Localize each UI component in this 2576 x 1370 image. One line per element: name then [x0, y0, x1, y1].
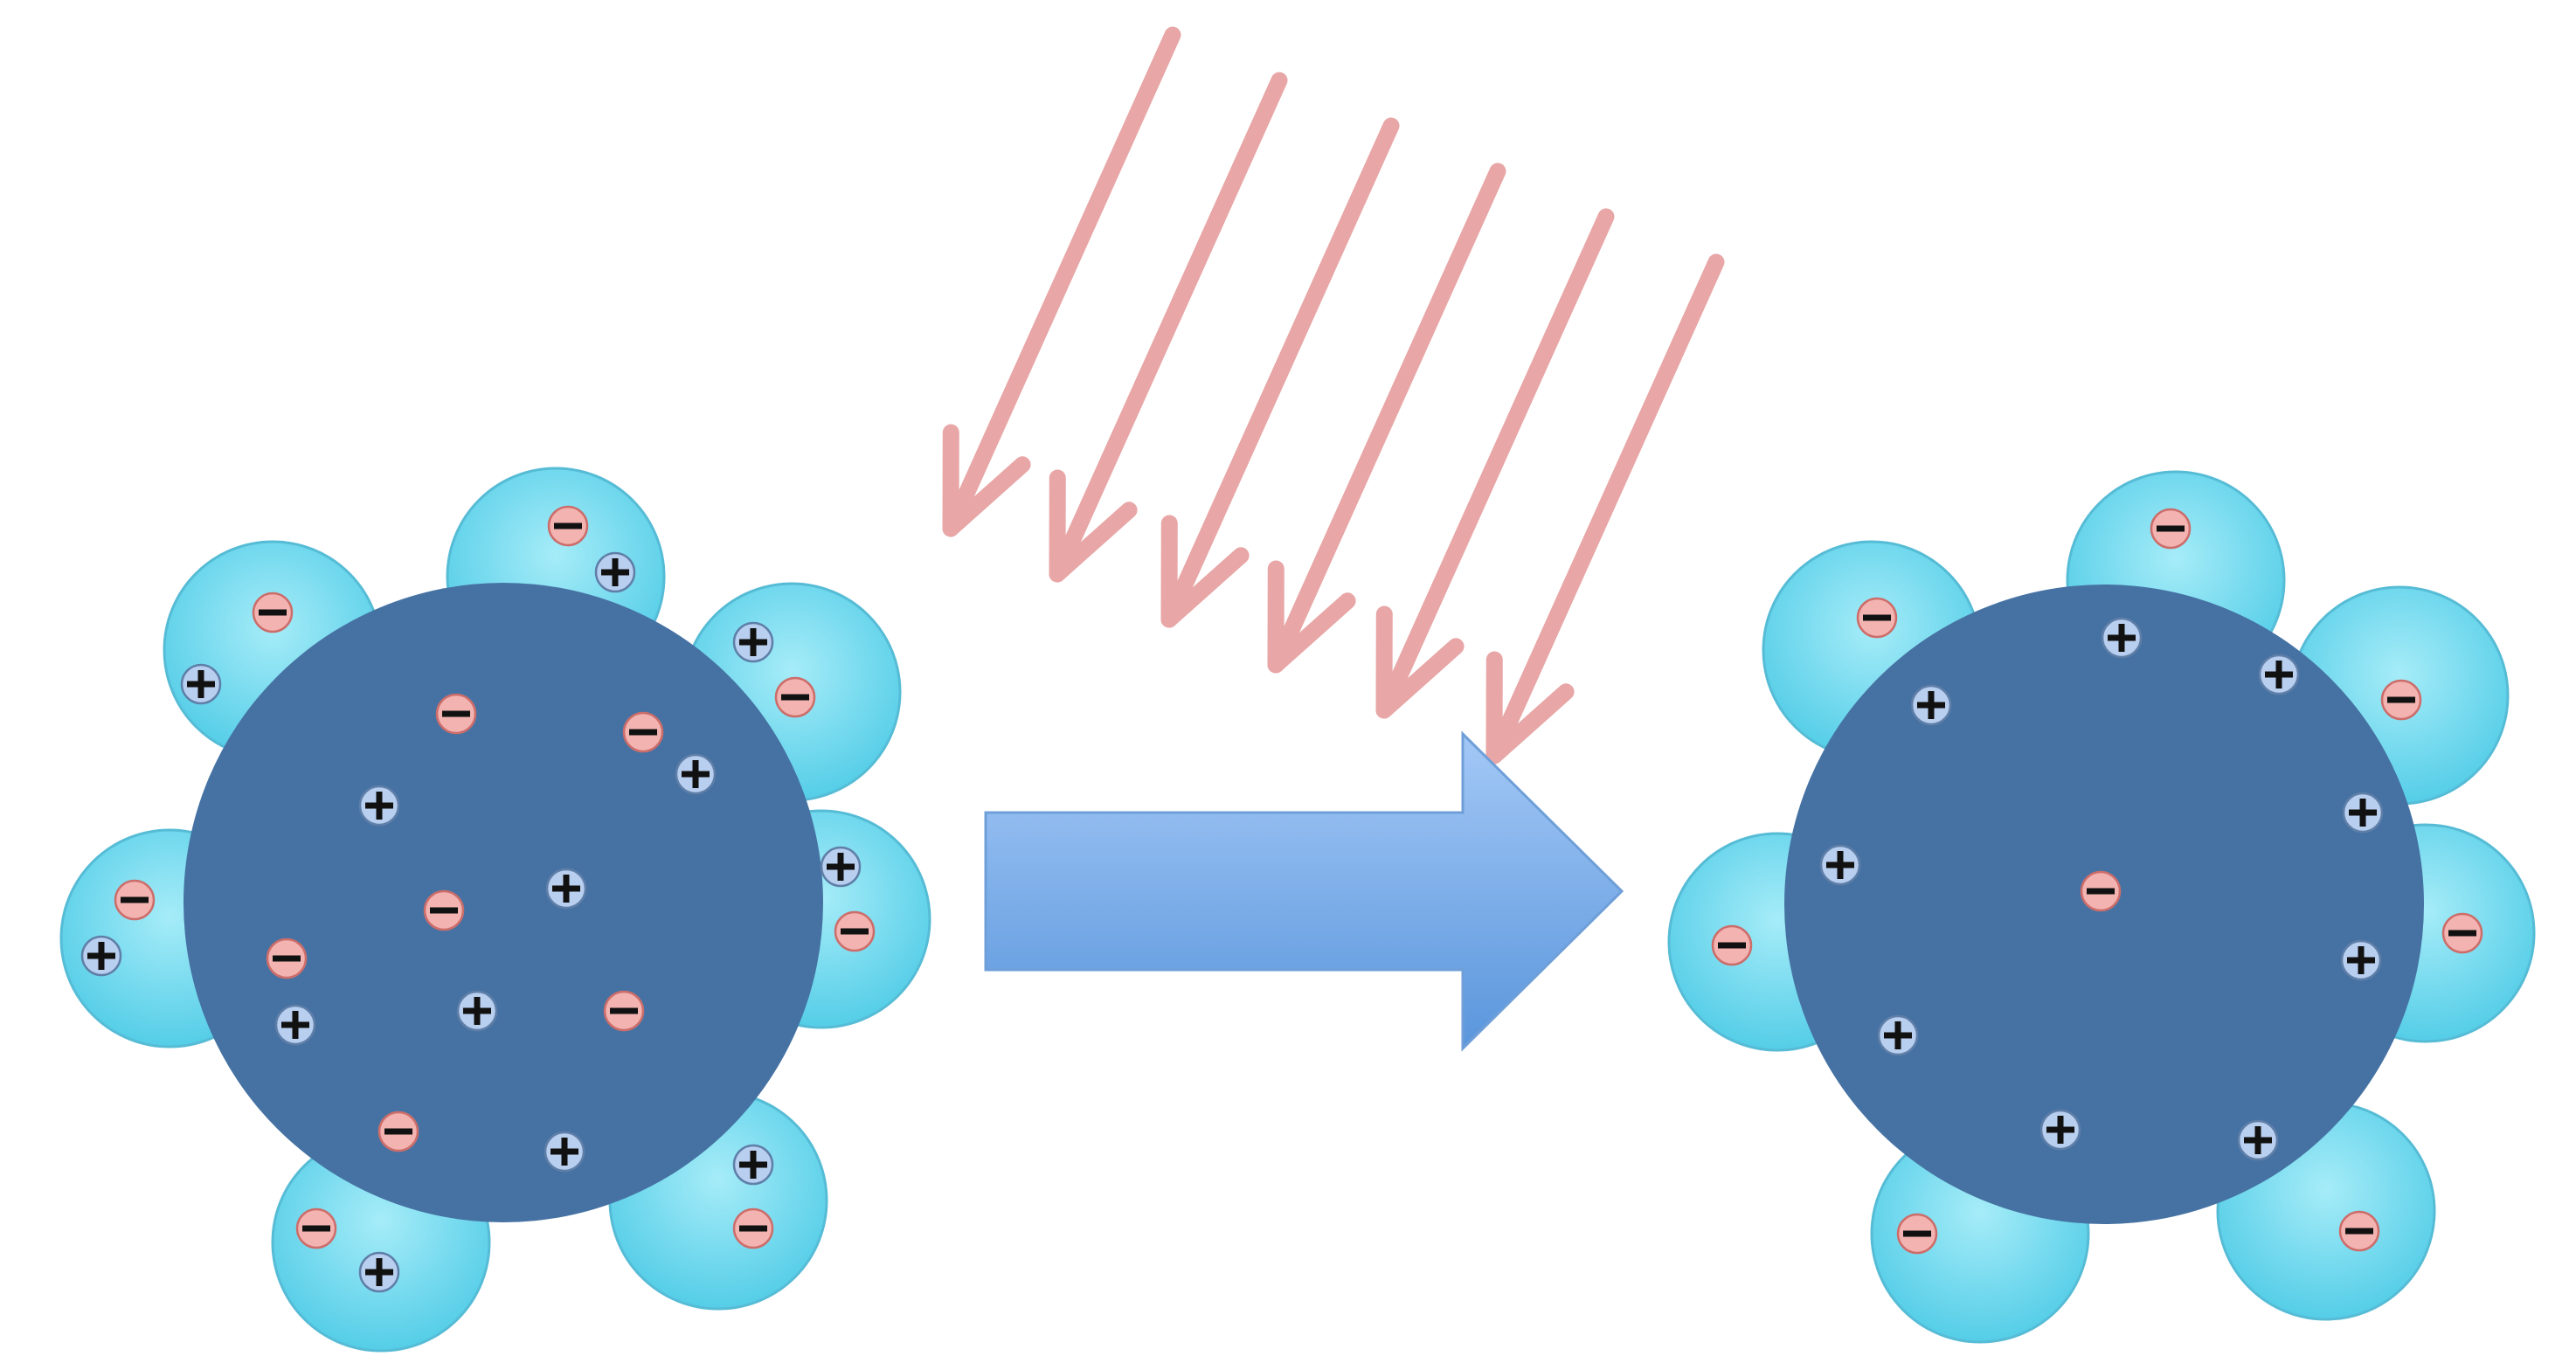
plus-charge-icon [80, 935, 122, 977]
radiation-ray [1160, 117, 1400, 628]
plus-charge-icon [732, 1144, 774, 1186]
minus-charge-icon [1711, 924, 1753, 966]
minus-charge-icon [2380, 679, 2422, 721]
particle-core [184, 583, 823, 1222]
minus-charge-icon [2150, 508, 2192, 550]
minus-charge-icon [114, 879, 156, 921]
plus-charge-icon [456, 990, 498, 1032]
plus-charge-icon [2258, 654, 2300, 695]
plus-charge-icon [2101, 617, 2143, 659]
plus-charge-icon [2237, 1119, 2279, 1161]
plus-charge-icon [675, 753, 717, 795]
minus-charge-icon [2080, 870, 2122, 912]
minus-charge-icon [834, 910, 876, 952]
minus-charge-icon [603, 990, 645, 1032]
minus-charge-icon [622, 711, 664, 753]
minus-charge-icon [266, 938, 308, 979]
minus-charge-icon [1896, 1213, 1938, 1255]
plus-charge-icon [732, 621, 774, 663]
plus-charge-icon [1819, 844, 1861, 886]
minus-charge-icon [732, 1207, 774, 1249]
minus-charge-icon [252, 592, 294, 633]
plus-charge-icon [2340, 939, 2382, 981]
minus-charge-icon [2338, 1210, 2380, 1252]
plus-charge-icon [820, 846, 862, 888]
incident-radiation-icon [942, 26, 1725, 765]
minus-charge-icon [435, 693, 477, 735]
plus-charge-icon [545, 868, 587, 910]
plus-charge-icon [594, 551, 636, 593]
minus-charge-icon [295, 1207, 337, 1249]
plus-charge-icon [358, 1251, 400, 1293]
radiation-ray [1049, 72, 1288, 583]
after-particle-cluster [1667, 470, 2536, 1344]
minus-charge-icon [377, 1111, 419, 1152]
plus-charge-icon [180, 663, 222, 705]
right-arrow-icon [984, 730, 1624, 1052]
plus-charge-icon [544, 1131, 585, 1173]
minus-charge-icon [2441, 912, 2483, 954]
minus-charge-icon [1856, 597, 1898, 639]
plus-charge-icon [1910, 684, 1952, 726]
minus-charge-icon [547, 505, 589, 547]
plus-charge-icon [1877, 1014, 1919, 1056]
minus-charge-icon [774, 676, 816, 718]
plus-charge-icon [274, 1004, 316, 1046]
radiation-ray [1267, 163, 1506, 674]
plus-charge-icon [2039, 1109, 2081, 1151]
plus-charge-icon [358, 785, 400, 827]
plus-charge-icon [2342, 792, 2384, 834]
radiation-ray [1485, 253, 1725, 765]
radiation-ray [1375, 208, 1615, 719]
minus-charge-icon [423, 889, 465, 931]
radiation-ray [942, 26, 1181, 537]
before-particle-cluster [59, 467, 931, 1353]
transition-arrow [984, 730, 1624, 1052]
